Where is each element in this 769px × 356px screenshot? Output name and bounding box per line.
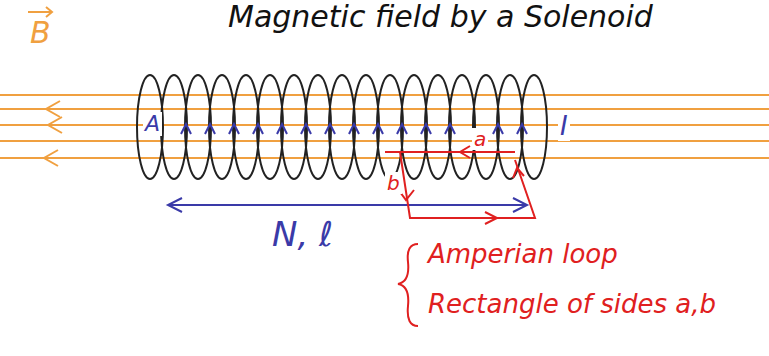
diagram-title: Magnetic field by a Solenoid bbox=[228, 0, 653, 33]
side-label: a bbox=[472, 128, 488, 150]
current-label: I bbox=[558, 112, 570, 141]
loop-note: Amperian loop bbox=[428, 240, 618, 269]
field-symbol: B bbox=[30, 16, 51, 49]
side-label: b bbox=[385, 172, 402, 194]
loop-note: Rectangle of sides a,b bbox=[428, 290, 716, 319]
end-label: A bbox=[143, 112, 162, 136]
turns-length: N, ℓ bbox=[272, 216, 333, 253]
current-arrows bbox=[168, 124, 527, 212]
coil-turns bbox=[137, 75, 547, 179]
